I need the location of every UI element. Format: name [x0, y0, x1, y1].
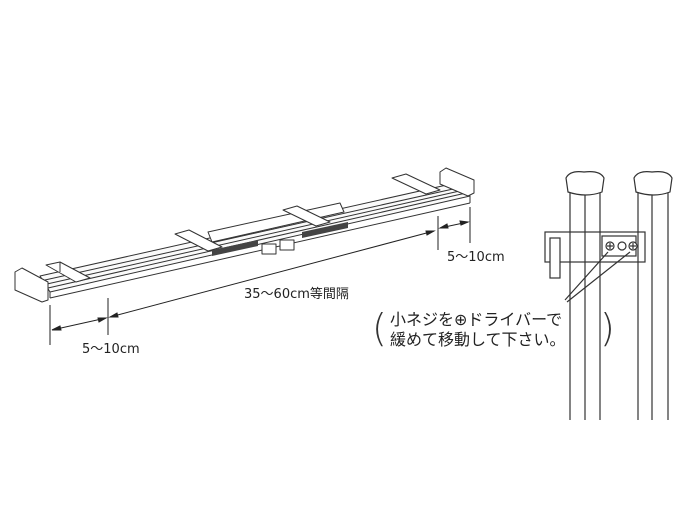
close-paren: ): [600, 306, 615, 350]
note-line-1: 小ネジを⊕ドライバーで: [390, 310, 563, 329]
note-line-2: 緩めて移動して下さい。: [390, 330, 566, 349]
bracket-4: [391, 173, 441, 195]
runner-hooks: [212, 222, 348, 256]
left-rail: [569, 190, 601, 420]
open-paren: (: [372, 306, 387, 350]
right-rail: [637, 190, 669, 420]
end-gap-left-label: 5～10cm: [82, 342, 140, 357]
bracket-2: [174, 229, 223, 252]
leader-line: [564, 251, 609, 301]
end-gap-right-label: 5～10cm: [447, 250, 505, 265]
bracket-detail: [544, 171, 673, 420]
right-end-cap: [439, 167, 475, 197]
dimension-lines: [49, 207, 471, 345]
bracket-3: [282, 205, 331, 227]
left-end-cap: [14, 267, 49, 303]
bracket-1: [45, 261, 91, 283]
leader-line: [566, 251, 631, 303]
spacing-label: 35～60cm等間隔: [244, 287, 349, 302]
